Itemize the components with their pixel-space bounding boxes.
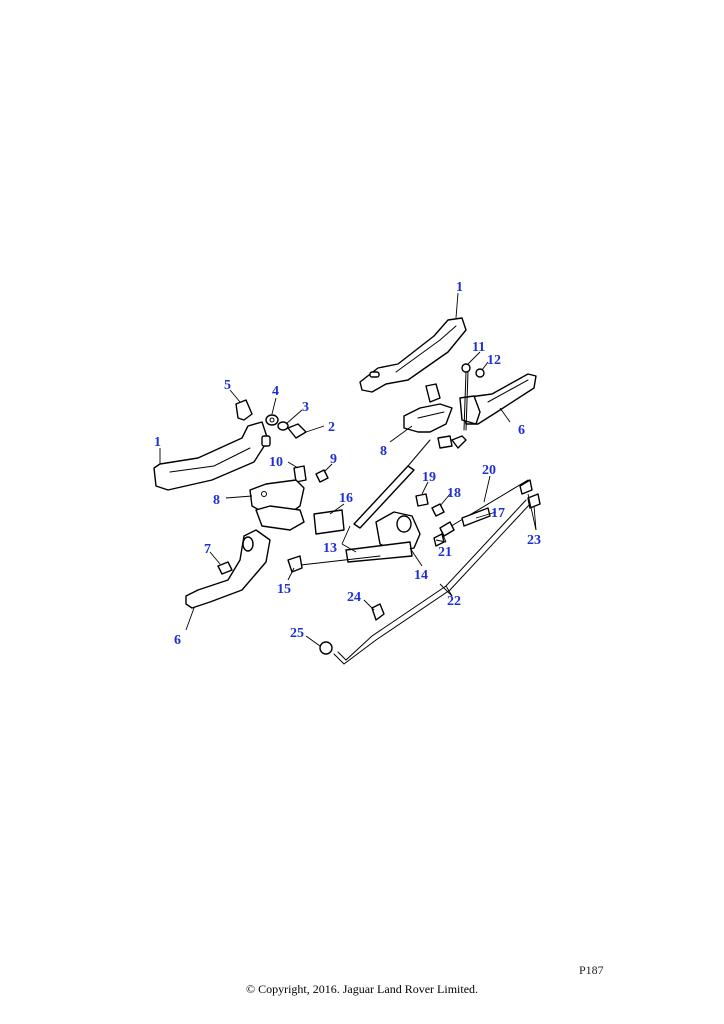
callout-18: 18 — [447, 486, 461, 501]
callout-1-upper: 1 — [456, 280, 463, 295]
callout-5: 5 — [224, 378, 231, 393]
part-14-latch — [345, 511, 421, 563]
callout-21: 21 — [438, 545, 452, 560]
part-8-bracket-upper — [403, 383, 453, 449]
part-18-screw — [431, 503, 445, 517]
callout-9: 9 — [330, 452, 337, 467]
part-6-handle-left — [185, 529, 271, 609]
callout-11: 11 — [472, 340, 485, 355]
part-12-nut — [475, 368, 485, 378]
part-17-sleeve — [461, 507, 491, 527]
callout-4: 4 — [272, 384, 279, 399]
part-7-screw — [217, 561, 233, 575]
plate-code: P187 — [579, 963, 604, 977]
callout-labels: 1 1 2 3 4 5 6 6 7 8 8 9 10 11 12 13 14 1… — [154, 280, 541, 648]
callout-12: 12 — [487, 353, 501, 368]
callout-1-left: 1 — [154, 435, 161, 450]
callout-6-right: 6 — [518, 423, 525, 438]
callout-16: 16 — [339, 491, 353, 506]
callout-15: 15 — [277, 582, 291, 597]
callout-20: 20 — [482, 463, 496, 478]
callout-8-left: 8 — [213, 493, 220, 508]
callout-10: 10 — [269, 455, 283, 470]
part-8-bracket-left — [249, 479, 305, 531]
part-5-bush — [235, 399, 253, 421]
callout-17: 17 — [491, 506, 505, 521]
part-2-screw — [287, 423, 307, 439]
part-1-handle-upper — [359, 317, 467, 393]
callout-25: 25 — [290, 626, 304, 641]
part-10-clip — [293, 465, 307, 483]
part-6-handle-right — [459, 373, 537, 425]
part-20-rod — [447, 479, 529, 529]
callout-22: 22 — [447, 594, 461, 609]
part-16-pad — [313, 509, 345, 535]
callout-13: 13 — [323, 541, 337, 556]
callout-24: 24 — [347, 590, 361, 605]
callout-19: 19 — [422, 470, 436, 485]
part-15-cable — [287, 555, 381, 573]
callout-23: 23 — [527, 533, 541, 548]
part-13-link — [353, 439, 431, 529]
part-25-screw — [319, 641, 333, 655]
part-22-rod — [333, 499, 531, 665]
leader-lines — [159, 292, 537, 647]
callout-2: 2 — [328, 420, 335, 435]
part-11-rod — [451, 363, 471, 449]
part-24-clip — [371, 603, 385, 621]
part-1-handle-left — [153, 421, 271, 491]
part-21-clips — [433, 521, 455, 547]
part-9-screw — [315, 469, 329, 483]
callout-14: 14 — [414, 568, 428, 583]
part-3-washer — [277, 421, 289, 431]
callout-7: 7 — [204, 542, 211, 557]
callout-6-left: 6 — [174, 633, 181, 648]
part-4-washer — [265, 414, 279, 426]
part-23-clips — [519, 479, 541, 509]
callout-8-upper: 8 — [380, 444, 387, 459]
copyright-notice: © Copyright, 2016. Jaguar Land Rover Lim… — [245, 982, 479, 996]
callout-3: 3 — [302, 400, 309, 415]
part-19-clip — [415, 493, 429, 507]
